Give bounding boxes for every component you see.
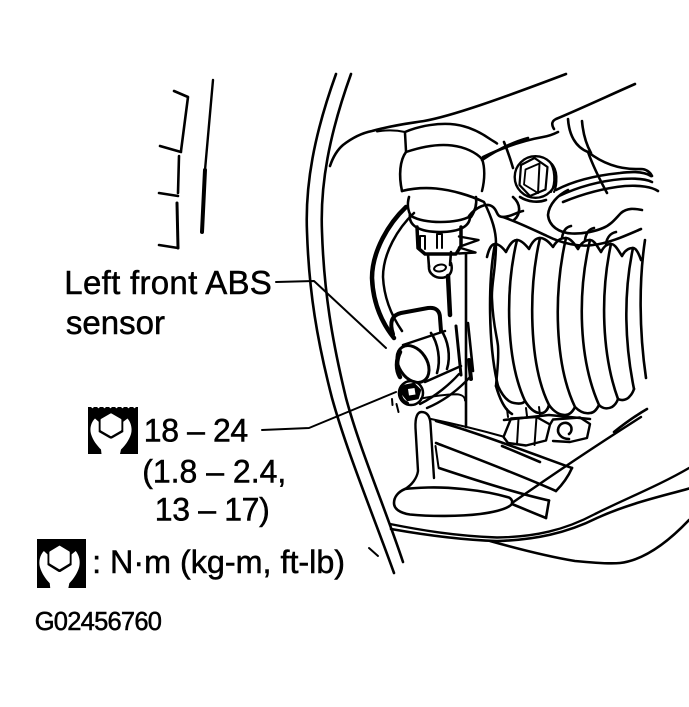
svg-text:Left front ABS: Left front ABS	[64, 264, 272, 301]
svg-text:18 – 24: 18 – 24	[144, 413, 248, 449]
svg-text:13 – 17): 13 – 17)	[155, 492, 270, 528]
svg-text:sensor: sensor	[66, 304, 165, 341]
svg-text:G02456760: G02456760	[35, 608, 162, 636]
svg-text:: N·m (kg-m, ft-lb): : N·m (kg-m, ft-lb)	[92, 544, 345, 580]
svg-text:(1.8 – 2.4,: (1.8 – 2.4,	[142, 454, 286, 490]
